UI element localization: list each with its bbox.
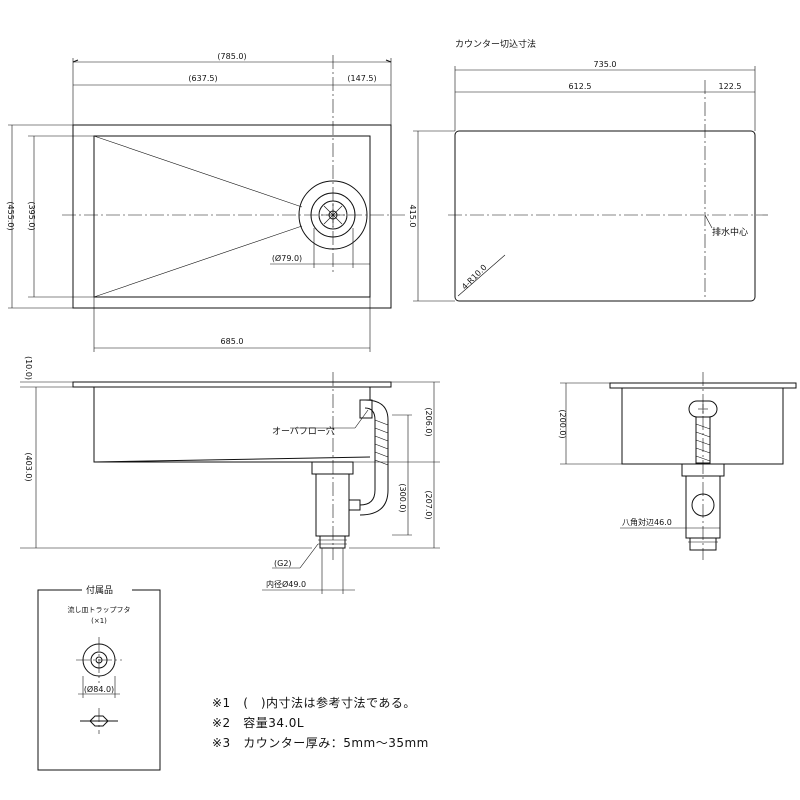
- cutout-outline: [454, 130, 756, 302]
- dim-left-width: (637.5): [188, 74, 217, 83]
- dim-cutout-height: 415.0: [408, 205, 417, 228]
- dim-trap-length: (300.0): [398, 483, 407, 512]
- dim-upper-height: (206.0): [424, 407, 433, 436]
- dim-right-width: (147.5): [347, 74, 376, 83]
- dim-overall-height: (455.0): [6, 201, 15, 230]
- accessories-title: 付属品: [86, 585, 113, 596]
- accessory-item-qty: (×1): [91, 617, 107, 625]
- dim-corner-radius: 4-R10.0: [460, 263, 489, 292]
- dim-total-height: (403.0): [24, 452, 33, 481]
- accessories-box: 付属品 流し皿トラップフタ (×1) (Ø84.0): [37, 584, 161, 771]
- accessory-item-name: 流し皿トラップフタ: [68, 605, 131, 614]
- dim-flange-thickness: (10.0): [24, 356, 33, 380]
- dim-cutout-left: 612.5: [569, 82, 592, 91]
- front-section-view: オーバフロー穴 (10.0) (403.0) (206.0) (207.0) (…: [20, 356, 440, 594]
- note-2: ※2 容量34.0L: [212, 715, 304, 730]
- trap-cover-icon: [76, 637, 122, 683]
- drain-center-label: 排水中心: [712, 226, 748, 238]
- trap-cover-side-icon: [80, 708, 118, 734]
- dim-drain-diameter: (Ø79.0): [272, 253, 302, 263]
- dim-inner-diameter: 内径Ø49.0: [266, 579, 306, 589]
- sink-flange-outline: [72, 124, 392, 309]
- dim-side-depth: (200.0): [558, 409, 567, 438]
- cutout-title: カウンター切込寸法: [455, 38, 536, 50]
- dim-lower-height: (207.0): [424, 490, 433, 519]
- dim-thread: (G2): [274, 559, 292, 568]
- side-hose-icon: [695, 416, 711, 464]
- dim-cutout-right: 122.5: [719, 82, 742, 91]
- note-1: ※1 ( )内寸法は参考寸法である。: [212, 695, 416, 710]
- overflow-hose-icon: [374, 419, 389, 466]
- cutout-view: カウンター切込寸法 735.0 612.5 122.5 415.0 4-R10.…: [408, 38, 768, 302]
- sink-bowl-outline: [93, 135, 371, 298]
- note-3: ※3 カウンター厚み：5mm～35mm: [212, 736, 429, 750]
- dim-octagon: 八角対辺46.0: [622, 517, 672, 527]
- dim-cutout-width: 735.0: [594, 60, 617, 69]
- dim-inner-height: (395.0): [27, 201, 36, 230]
- top-view: (785.0) (637.5) (147.5) (455.0) (395.0) …: [6, 52, 405, 352]
- dim-inner-width: 685.0: [221, 337, 244, 346]
- dim-cover-diameter: (Ø84.0): [84, 684, 114, 694]
- dim-overall-width: (785.0): [217, 52, 246, 61]
- side-section-view: (200.0) 八角対辺46.0: [558, 372, 797, 560]
- overflow-label: オーバフロー穴: [272, 425, 335, 437]
- drain-icon: [298, 180, 368, 250]
- notes: ※1 ( )内寸法は参考寸法である。 ※2 容量34.0L ※3 カウンター厚み…: [212, 695, 429, 750]
